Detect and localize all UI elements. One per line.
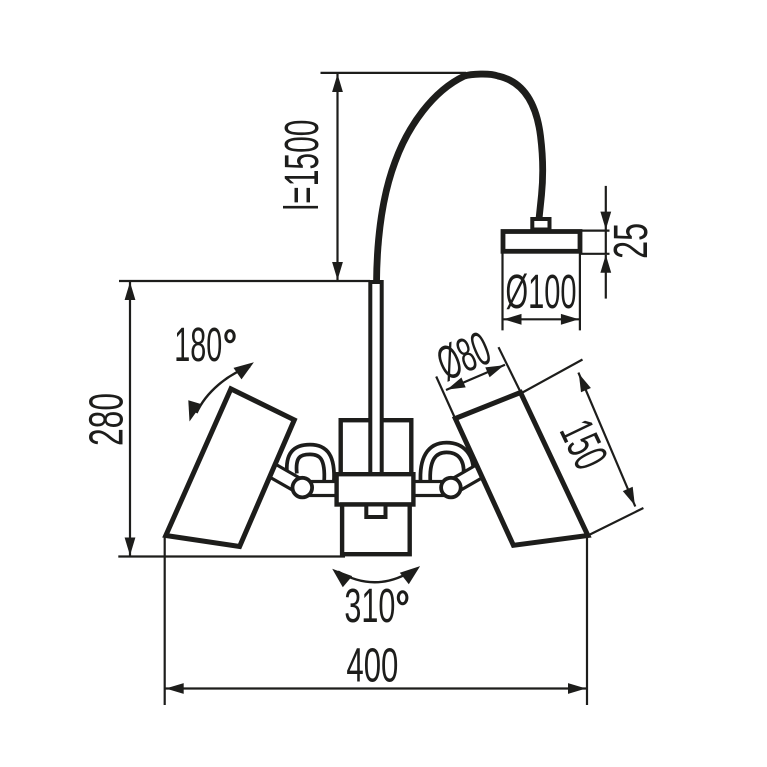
svg-text:25: 25 bbox=[605, 223, 658, 259]
svg-text:l=1500: l=1500 bbox=[276, 120, 329, 211]
svg-text:280: 280 bbox=[81, 393, 134, 446]
svg-text:310: 310 bbox=[344, 580, 395, 633]
svg-text:400: 400 bbox=[346, 640, 398, 693]
svg-text:Ø100: Ø100 bbox=[506, 266, 577, 319]
svg-text:180: 180 bbox=[174, 319, 222, 372]
